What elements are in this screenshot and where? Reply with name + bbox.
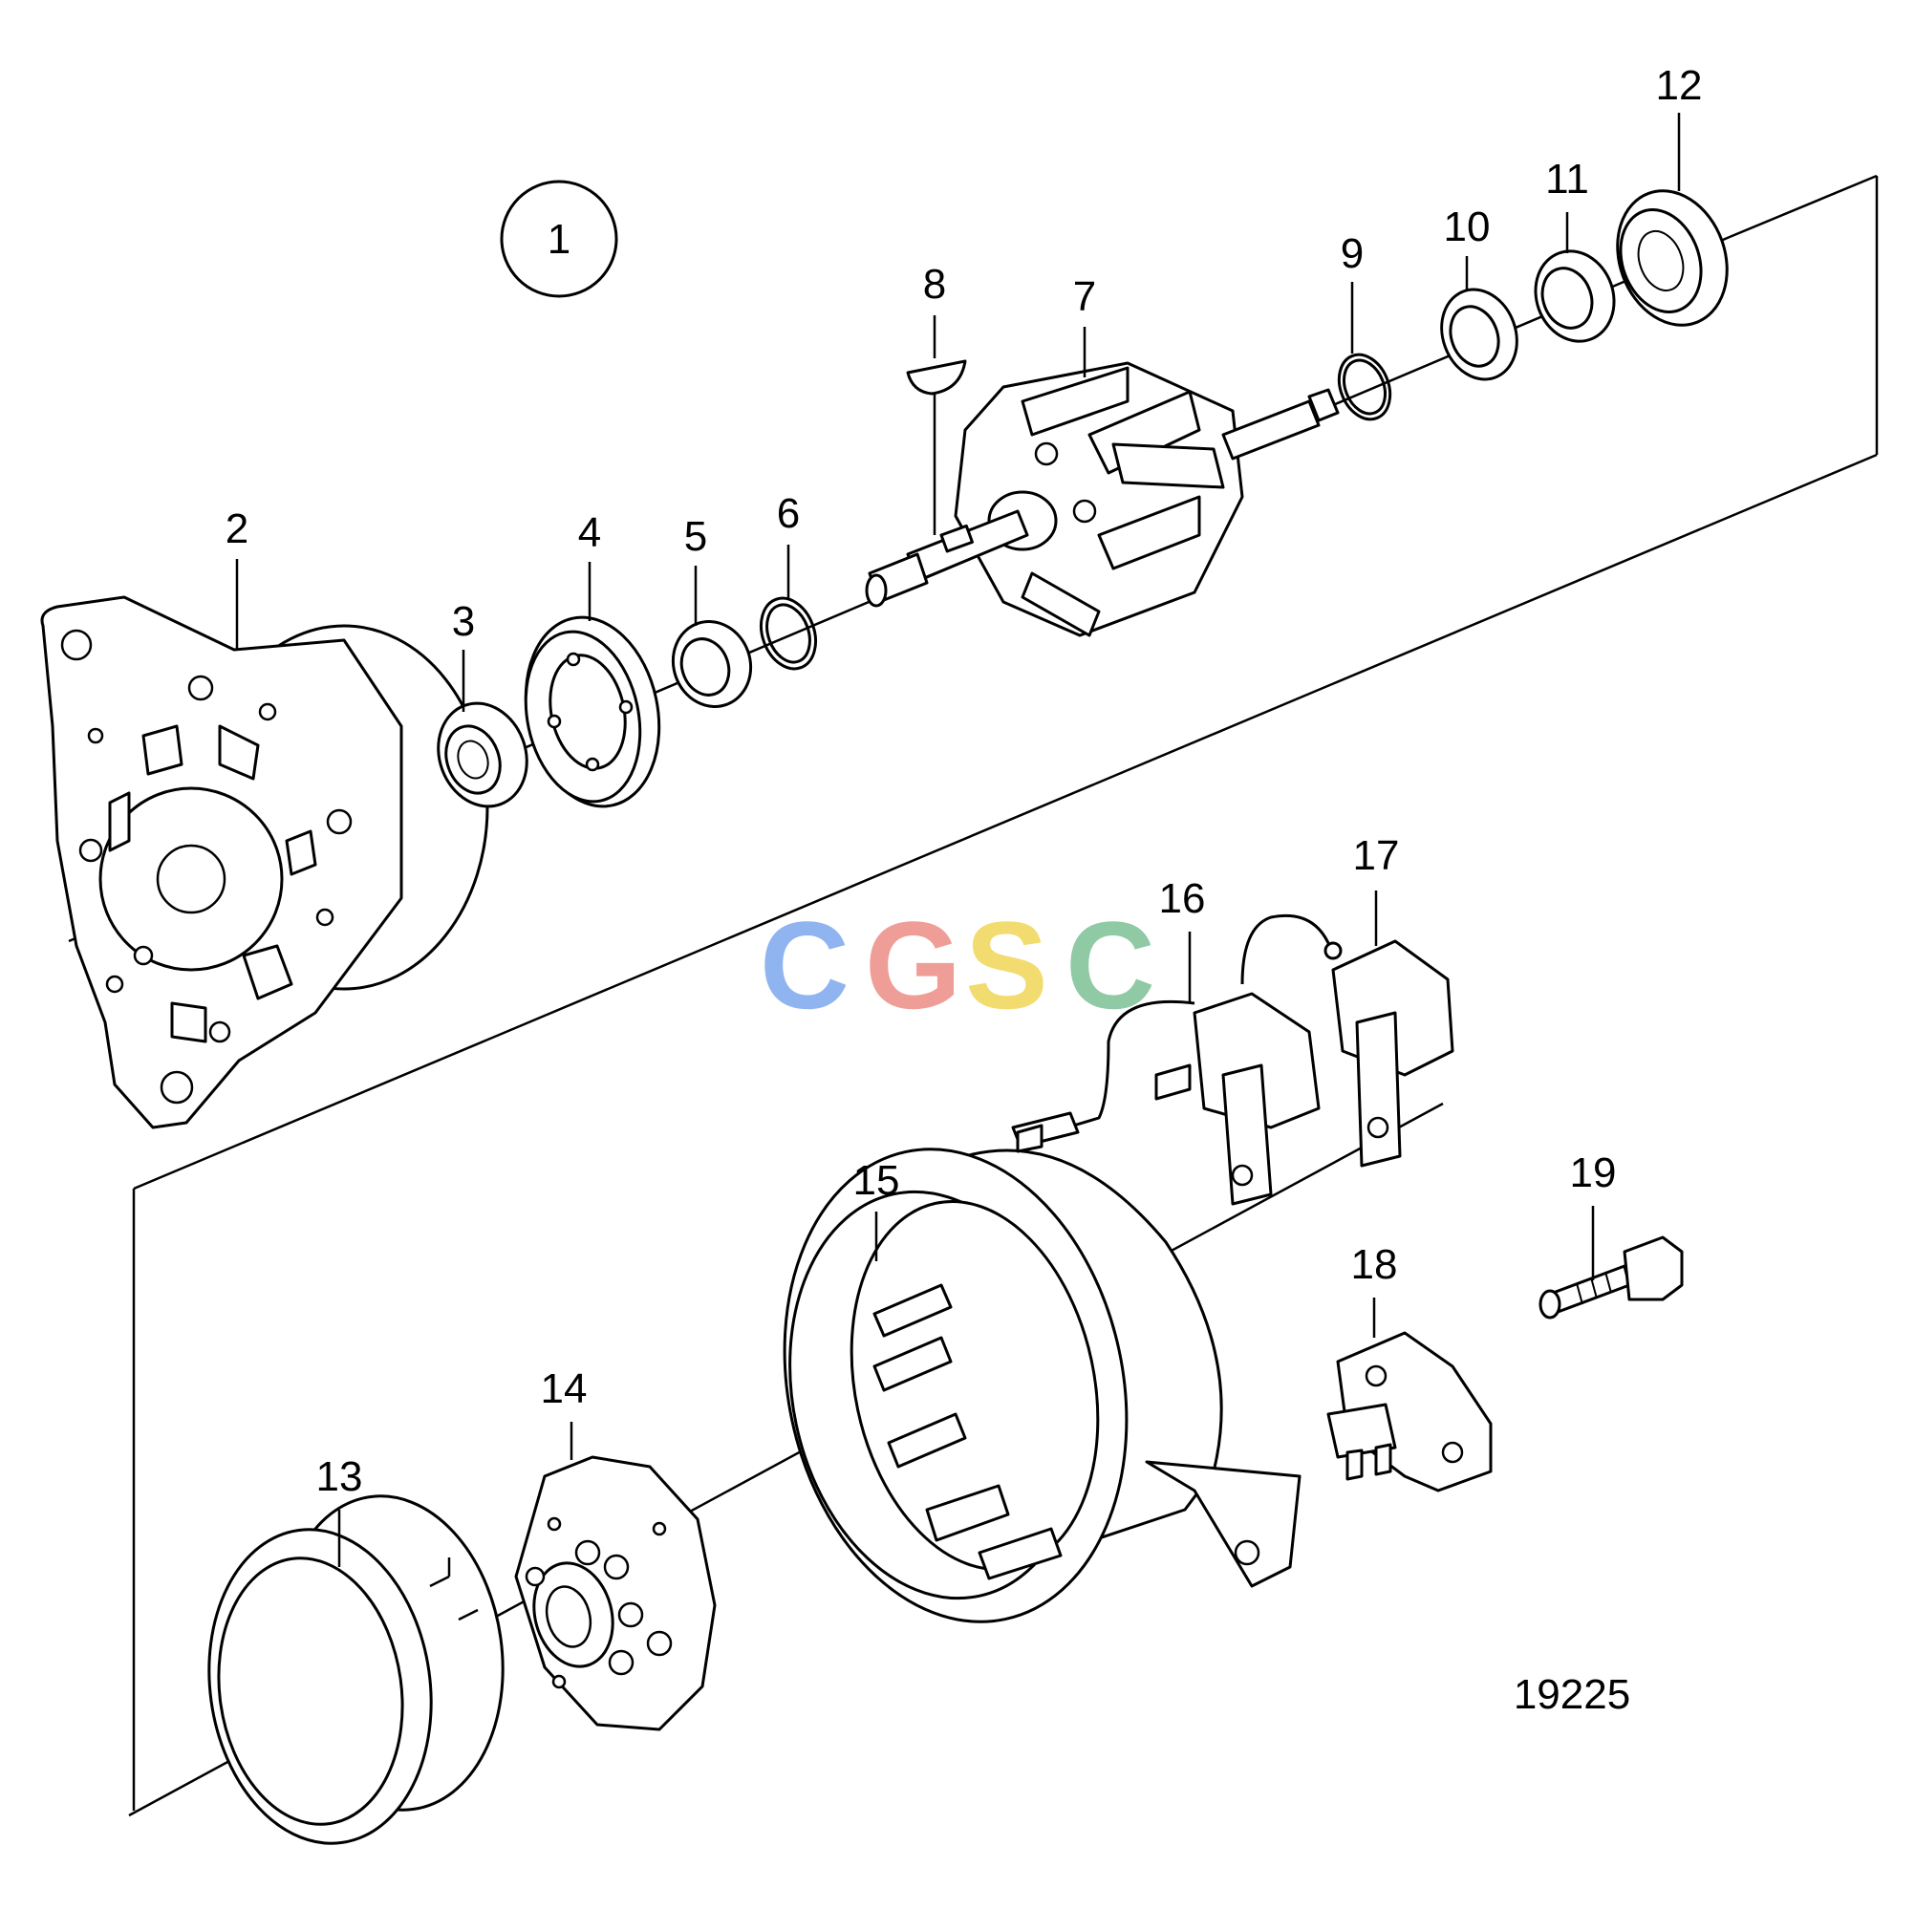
callout-5: 5: [684, 513, 707, 560]
watermark-letter-4: C: [1065, 895, 1155, 1035]
callout-18: 18: [1351, 1241, 1398, 1288]
callout-4: 4: [578, 509, 601, 556]
part-13-stator-ring: [207, 1494, 505, 1845]
callout-leaders: [235, 113, 1681, 1567]
watermark-letter-3: S: [965, 895, 1048, 1035]
callout-3: 3: [452, 598, 475, 645]
callout-11: 11: [1545, 156, 1589, 203]
callout-12: 12: [1656, 62, 1703, 109]
callout-13: 13: [316, 1453, 363, 1500]
callout-16: 16: [1159, 875, 1206, 922]
part-12-ball-bearing: [1616, 189, 1729, 327]
callout-19: 19: [1570, 1149, 1617, 1196]
part-6-retaining-ring: [759, 596, 818, 671]
part-4-retainer-plate: [524, 615, 661, 808]
callout-6: 6: [777, 490, 800, 537]
part-8-woodruff-key: [906, 359, 967, 396]
part-9-o-ring: [1337, 353, 1392, 421]
callout-14: 14: [541, 1365, 588, 1412]
group-badge-number: 1: [548, 216, 570, 263]
part-11-spacer-ring: [1534, 249, 1616, 343]
callout-9: 9: [1341, 230, 1364, 277]
part-14-rectifier-plate: [514, 1455, 717, 1731]
watermark-letter-1: C: [760, 895, 850, 1035]
drawing-number: 19225: [1514, 1671, 1630, 1718]
part-17-voltage-regulator: [1240, 913, 1454, 1168]
assembly-frame: [132, 174, 1879, 1811]
callout-17: 17: [1353, 832, 1400, 879]
callout-8: 8: [923, 261, 946, 308]
cgsc-watermark: C G S C: [760, 895, 1155, 1035]
group-badge: 1: [500, 180, 618, 298]
part-15-slip-ring-housing: [783, 1148, 1302, 1623]
callout-15: 15: [853, 1157, 900, 1204]
callout-10: 10: [1444, 204, 1491, 250]
callout-labels: 2 3 4 5 6 7 8 9 10 11 12 13 14 15 16 17 …: [226, 62, 1703, 1500]
callout-2: 2: [226, 505, 248, 552]
callout-7: 7: [1073, 273, 1096, 320]
part-19-bolt: [1538, 1235, 1684, 1320]
part-10-spacer: [1440, 288, 1518, 381]
part-5-spacer-ring: [671, 620, 753, 708]
watermark-letter-2: G: [865, 895, 961, 1035]
part-16-brush-holder: [1011, 992, 1321, 1206]
part-18-terminal-plate: [1326, 1331, 1493, 1492]
part-7-rotor: [865, 361, 1340, 637]
part-2-drive-end-housing: [40, 595, 489, 1129]
